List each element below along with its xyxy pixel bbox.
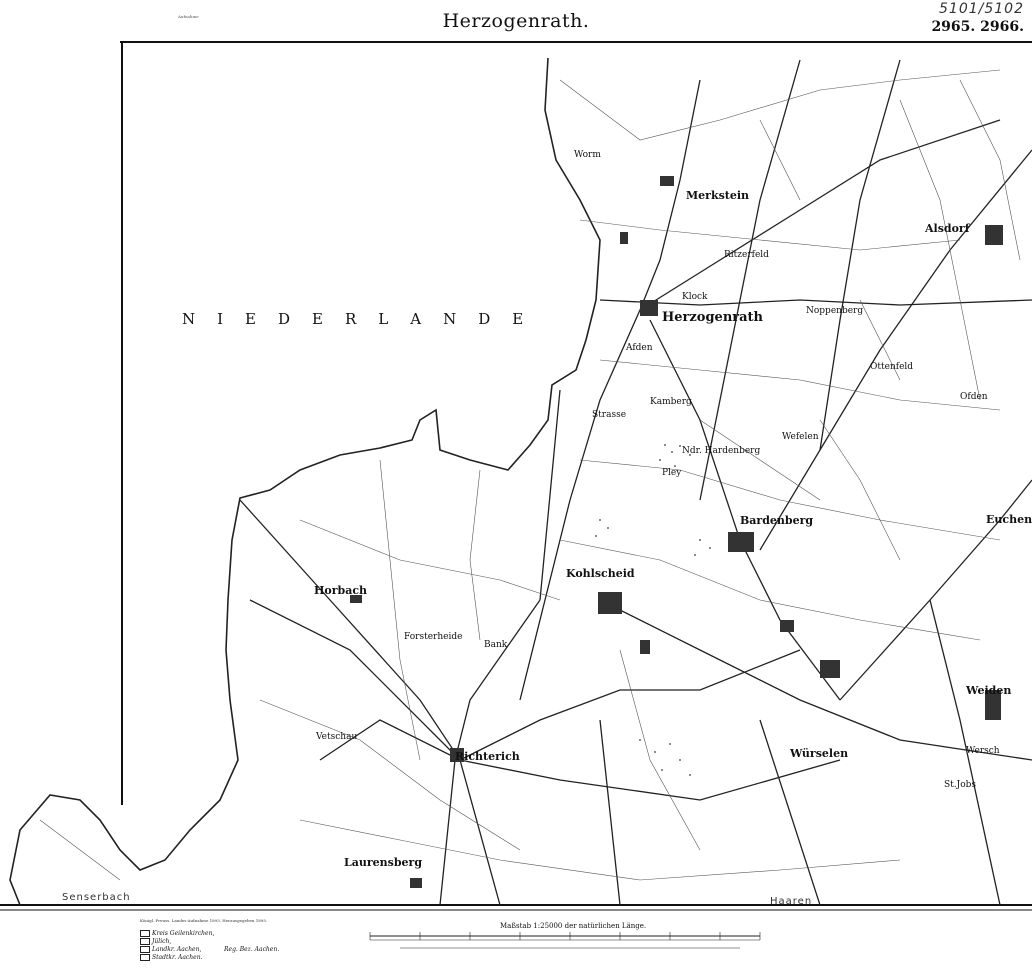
place-nieder-bardenberg: Ndr. Hardenberg: [682, 446, 761, 456]
place-laurensberg: Laurensberg: [344, 856, 423, 869]
roads: [239, 59, 1032, 906]
place-kohlscheid: Kohlscheid: [566, 567, 635, 580]
place-strasse: Strasse: [592, 410, 627, 420]
place-bank: Bank: [484, 640, 508, 650]
place-pley: Pley: [662, 468, 682, 478]
place-foverterheide: Forsterheide: [404, 632, 463, 642]
place-st-jobs: St.Jobs: [944, 780, 977, 790]
legend-row: Jülich,: [140, 938, 214, 946]
legend-row: Landkr. Aachen,: [140, 946, 214, 954]
water-label-senserbach: Senserbach: [62, 892, 131, 903]
legend: Kreis Geilenkirchen, Jülich, Landkr. Aac…: [140, 930, 214, 962]
national-border: [9, 57, 601, 906]
map-title: Herzogenrath.: [442, 10, 590, 32]
place-klock: Klock: [682, 292, 708, 302]
sheet-handwritten-number: 5101/5102: [939, 1, 1024, 17]
place-horbach: Horbach: [314, 584, 368, 597]
water-label-haaren: Haaren: [770, 896, 813, 907]
place-afden: Afden: [626, 343, 653, 353]
legend-text: Stadtkr. Aachen.: [152, 954, 203, 961]
scale-label: Maßstab 1:25000 der natürlichen Länge.: [500, 922, 647, 930]
place-wefelen: Wefelen: [782, 432, 819, 442]
legend-row: Kreis Geilenkirchen,: [140, 930, 214, 938]
legend-symbol-icon: [140, 954, 150, 961]
country-label: NIEDERLANDE: [182, 310, 546, 328]
place-richterich: Richterich: [455, 750, 520, 763]
place-ofden: Ofden: [960, 392, 988, 402]
place-alsdorf: Alsdorf: [925, 222, 970, 235]
woodland: [595, 444, 711, 776]
place-noppenberg: Noppenberg: [806, 306, 864, 316]
place-vetschau: Vetschau: [316, 732, 358, 742]
scale-bar: [370, 935, 760, 949]
place-bardenberg: Bardenberg: [740, 514, 814, 527]
place-wersch: Wersch: [966, 746, 1000, 756]
legend-symbol-icon: [140, 946, 150, 953]
place-herzogenrath: Herzogenrath: [662, 310, 763, 325]
legend-text: Kreis Geilenkirchen,: [152, 930, 215, 937]
place-wuerselen: Würselen: [790, 747, 849, 760]
place-merkstein: Merkstein: [686, 189, 750, 202]
sheet-number: 2965. 2966.: [931, 19, 1024, 35]
place-weiden: Weiden: [966, 684, 1012, 697]
place-worm: Worm: [574, 150, 601, 160]
survey-note: Königl. Preuss. Landes-Aufnahme 1893. He…: [140, 918, 268, 923]
stamp-text: Aufnahme: [178, 14, 199, 19]
place-ottenfeld: Ottenfeld: [870, 362, 914, 372]
legend-row: Stadtkr. Aachen.: [140, 954, 214, 962]
legend-symbol-icon: [140, 930, 150, 937]
legend-symbol-icon: [140, 938, 150, 945]
minor-roads: [39, 69, 1021, 881]
place-kamberg: Kamberg: [650, 397, 692, 407]
town-blocks: [350, 176, 1003, 888]
region-label: Reg. Bez. Aachen.: [224, 946, 280, 953]
scale-ticks: [369, 932, 761, 940]
legend-text: Landkr. Aachen,: [152, 946, 202, 953]
place-euchen: Euchen: [986, 513, 1032, 526]
legend-text: Jülich,: [152, 938, 172, 945]
map-frame: [0, 41, 1032, 911]
place-ritzerfeld: Ritzerfeld: [724, 250, 769, 260]
